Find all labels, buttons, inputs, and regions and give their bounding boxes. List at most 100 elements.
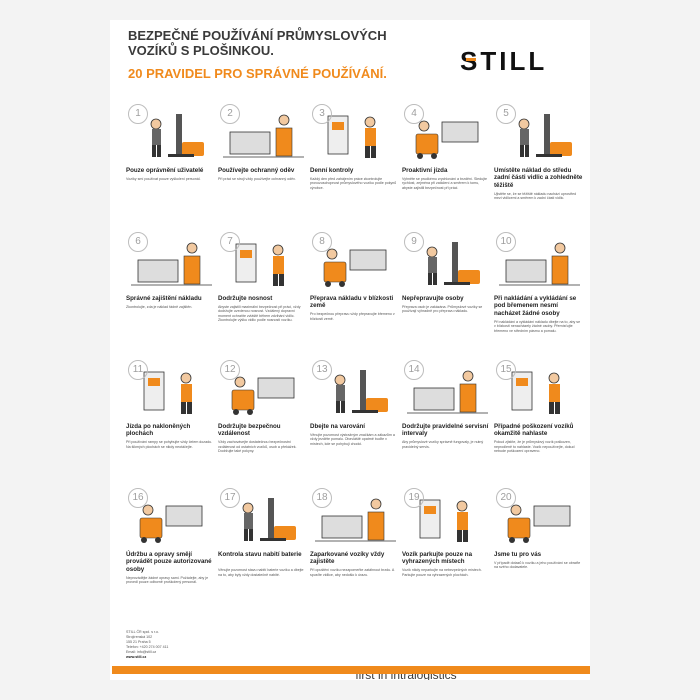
- rule-description: Neprovádějte žádné opravy sami. Požádejt…: [126, 575, 209, 585]
- rule-description: Zkontrolujte, zda je náklad řádně zajišt…: [126, 304, 193, 309]
- rule-number: 19: [404, 488, 424, 508]
- rule-number: 17: [220, 488, 240, 508]
- rule-illustration: [323, 248, 387, 287]
- rule-description: Při opuštění vozíku nezapomeňte zatáhnou…: [310, 568, 395, 577]
- rule-description: Aby průmyslové vozíky správně fungovaly,…: [402, 440, 484, 449]
- rule-number: 8: [312, 232, 332, 252]
- rule-description: Každý den před zahájením práce zkontrolu…: [310, 176, 397, 190]
- rule-title: Proaktivní jízda: [402, 167, 448, 174]
- rule-title: Používejte ochranný oděv: [218, 167, 295, 174]
- rule-title: Při nakládání a vykládání se pod břemene…: [494, 295, 577, 317]
- rule-number: 3: [312, 104, 332, 124]
- contact-line: 155 21 Praha 5: [126, 640, 151, 644]
- rule-description: Vozíky smí používat pouze vyškolení pers…: [126, 176, 201, 181]
- rule-number: 5: [496, 104, 516, 124]
- still-logo: STILL: [460, 48, 544, 72]
- rule-title: Denní kontroly: [310, 167, 354, 174]
- rule-title: Vozík parkujte pouze na vyhrazených míst…: [402, 551, 473, 566]
- rule-description: Ujistěte se, že se těžiště nákladu nachá…: [494, 191, 577, 201]
- rule-number: 4: [404, 104, 424, 124]
- rule-title: Dodržujte pravidelné servisní intervaly: [402, 423, 489, 438]
- rule-illustration: [419, 499, 468, 542]
- rule-number: 16: [128, 488, 148, 508]
- rule-illustration: [231, 376, 295, 415]
- footer-accent-bar: [112, 666, 590, 674]
- rule-illustration: [223, 114, 304, 158]
- rule-number: 13: [312, 360, 332, 380]
- rule-title: Jsme tu pro vás: [494, 551, 542, 558]
- rule-illustration: [499, 242, 580, 286]
- rule-illustration: [334, 370, 388, 413]
- rule-description: Při používání rampy se pohybujte vždy če…: [126, 440, 213, 449]
- contact-block: STILL ČR spol. s r.o. Strojírenská 102 1…: [126, 630, 246, 660]
- rule-illustration: [131, 242, 212, 286]
- rule-number: 9: [404, 232, 424, 252]
- rule-illustration: [139, 504, 203, 543]
- rule-description: Vždy zachovávejte dostatečnou bezpečnost…: [218, 440, 297, 454]
- contact-line: Strojírenská 102: [126, 635, 153, 639]
- rule-title: Jízda po nakloněných plochách: [126, 423, 191, 438]
- rule-description: Věnujte pozornost výstražným značkám a z…: [310, 432, 395, 446]
- rule-description: Při nakládání a vykládání nákladu dbejte…: [494, 319, 581, 333]
- rule-illustration: [511, 371, 560, 414]
- rule-description: Věnujte pozornost stavu nabití baterie v…: [218, 568, 304, 577]
- rule-title: Nepřepravujte osoby: [402, 295, 464, 302]
- rule-illustration: [407, 370, 488, 414]
- rule-number: 14: [404, 360, 424, 380]
- rule-description: Pro bezpečnou přepravu vždy přepravujte …: [310, 312, 395, 321]
- title-line-2: VOZÍKŮ S PLOŠINKOU.: [128, 43, 274, 58]
- rule-number: 2: [220, 104, 240, 124]
- rule-description: Vyhněte se prudkému zrychlování a brzděn…: [402, 176, 487, 190]
- website-link[interactable]: www.still.cz: [126, 655, 147, 659]
- rule-number: 1: [128, 104, 148, 124]
- poster-title: BEZPEČNÉ POUŽÍVÁNÍ PRŮMYSLOVÝCH VOZÍKŮ S…: [128, 28, 448, 58]
- rule-title: Umístěte náklad do středu zadní části vi…: [494, 167, 583, 189]
- rule-illustration: [426, 242, 480, 285]
- rule-illustration: [150, 114, 204, 157]
- contact-line: Telefon: +420 274 007 411: [126, 645, 169, 649]
- rule-number: 12: [220, 360, 240, 380]
- rule-number: 11: [128, 360, 148, 380]
- rule-description: Přeprava osob je zakázána. Průmyslové vo…: [402, 304, 483, 314]
- rule-number: 18: [312, 488, 332, 508]
- rule-description: Abyste zajistili maximální bezpečnost př…: [218, 304, 301, 323]
- rule-title: Případné poškození vozíků okamžitě nahla…: [494, 423, 574, 438]
- rule-title: Dodržujte nosnost: [218, 295, 273, 302]
- rule-description: V případě dotazů k vozíku a jeho používá…: [494, 560, 581, 570]
- rule-number: 6: [128, 232, 148, 252]
- rule-illustration: [242, 498, 296, 541]
- rule-title: Přeprava nákladu v blízkosti země: [310, 295, 394, 310]
- rule-description: Vozík nikdy neparkujte na nebezpečných m…: [402, 568, 482, 577]
- rule-number: 20: [496, 488, 516, 508]
- rule-illustration: [518, 114, 572, 157]
- contact-line: STILL ČR spol. s r.o.: [126, 630, 160, 634]
- rule-illustration: [235, 243, 284, 286]
- rule-title: Dbejte na varování: [310, 423, 366, 430]
- rule-title: Pouze oprávnění uživatelé: [126, 167, 204, 174]
- title-line-1: BEZPEČNÉ POUŽÍVÁNÍ PRŮMYSLOVÝCH: [128, 28, 387, 43]
- rule-title: Dodržujte bezpečnou vzdálenost: [218, 423, 281, 438]
- safety-poster: BEZPEČNÉ POUŽÍVÁNÍ PRŮMYSLOVÝCH VOZÍKŮ S…: [110, 20, 590, 680]
- rule-title: Kontrola stavu nabití baterie: [218, 551, 302, 558]
- rule-number: 7: [220, 232, 240, 252]
- contact-line: Email: info@still.cz: [126, 650, 157, 654]
- poster-subtitle: 20 PRAVIDEL PRO SPRÁVNÉ POUŽÍVÁNÍ.: [128, 66, 387, 81]
